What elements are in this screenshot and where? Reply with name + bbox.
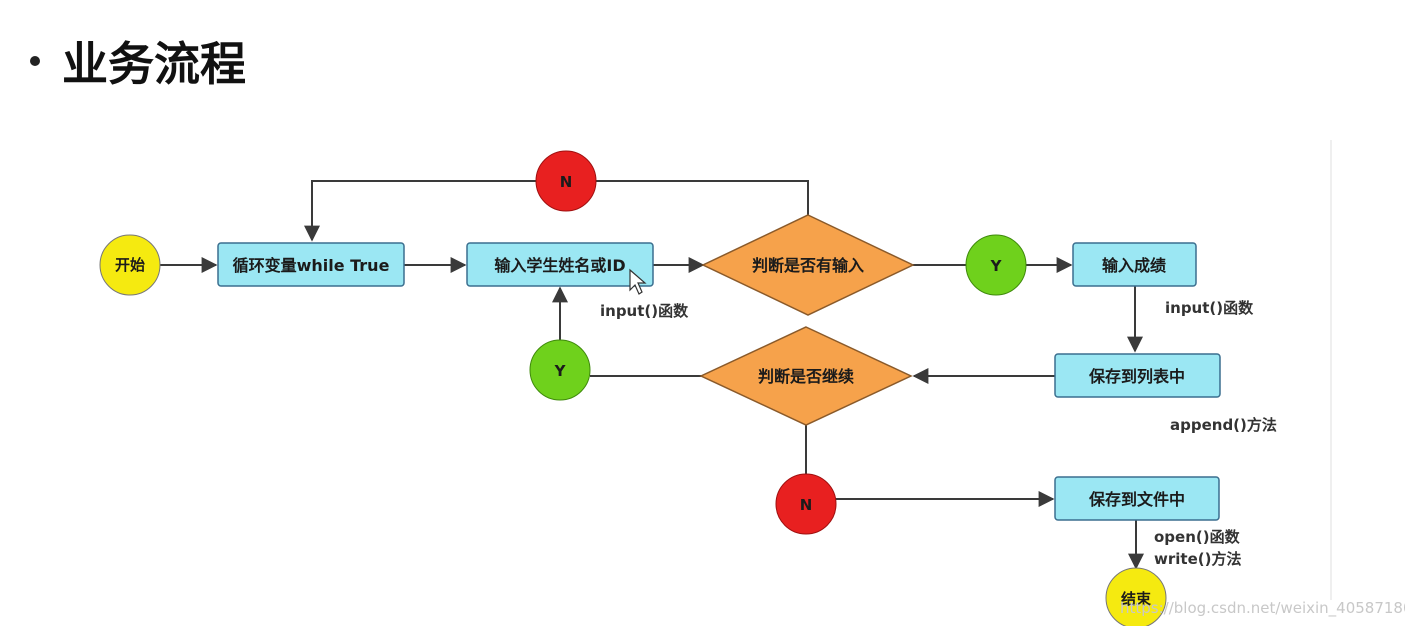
save-file-box: 保存到文件中 [1054, 476, 1220, 521]
input-name-box-label: 输入学生姓名或ID [494, 256, 625, 275]
yes-node-mid: Y [529, 339, 591, 401]
input-score-box-label: 输入成绩 [1102, 256, 1166, 275]
no-node-top-label: N [560, 173, 573, 191]
input-name-box: 输入学生姓名或ID [466, 242, 654, 287]
note-input-function-2: input()函数 [1165, 299, 1254, 317]
loop-box-label: 循环变量while True [233, 256, 390, 275]
decision-continue-label: 判断是否继续 [758, 367, 854, 386]
start-node: 开始 [99, 234, 161, 296]
no-node-bottom: N [775, 473, 837, 535]
note-open-function: open()函数 [1154, 528, 1241, 546]
note-write-method: write()方法 [1154, 550, 1241, 568]
edge-check-to-n-top [596, 180, 809, 215]
note-append-method: append()方法 [1170, 416, 1277, 434]
slide-edge-divider [1330, 140, 1332, 600]
note-input-function-1: input()函数 [600, 302, 689, 320]
no-node-top: N [535, 150, 597, 212]
yes-node-mid-label: Y [554, 362, 567, 380]
loop-box: 循环变量while True [217, 242, 405, 287]
yes-node-top-label: Y [990, 257, 1003, 275]
mouse-cursor-icon [629, 268, 647, 295]
start-node-label: 开始 [115, 256, 145, 274]
page-title: 业务流程 [30, 28, 246, 94]
watermark-text: https://blog.csdn.net/weixin_40587180 [1120, 599, 1405, 618]
page-title-text: 业务流程 [62, 37, 246, 91]
yes-node-top: Y [965, 234, 1027, 296]
decision-has-input: 判断是否有输入 [701, 214, 915, 316]
input-score-box: 输入成绩 [1072, 242, 1197, 287]
bullet-icon [30, 56, 40, 66]
save-file-box-label: 保存到文件中 [1088, 490, 1185, 509]
no-node-bottom-label: N [800, 496, 813, 514]
end-node-label: 结束 [1121, 590, 1152, 608]
decision-continue: 判断是否继续 [699, 326, 913, 426]
save-list-box: 保存到列表中 [1054, 353, 1221, 398]
end-node: 结束 [1105, 567, 1167, 626]
decision-has-input-label: 判断是否有输入 [752, 256, 864, 275]
edge-n-top-to-loop [304, 180, 536, 242]
save-list-box-label: 保存到列表中 [1088, 367, 1185, 386]
